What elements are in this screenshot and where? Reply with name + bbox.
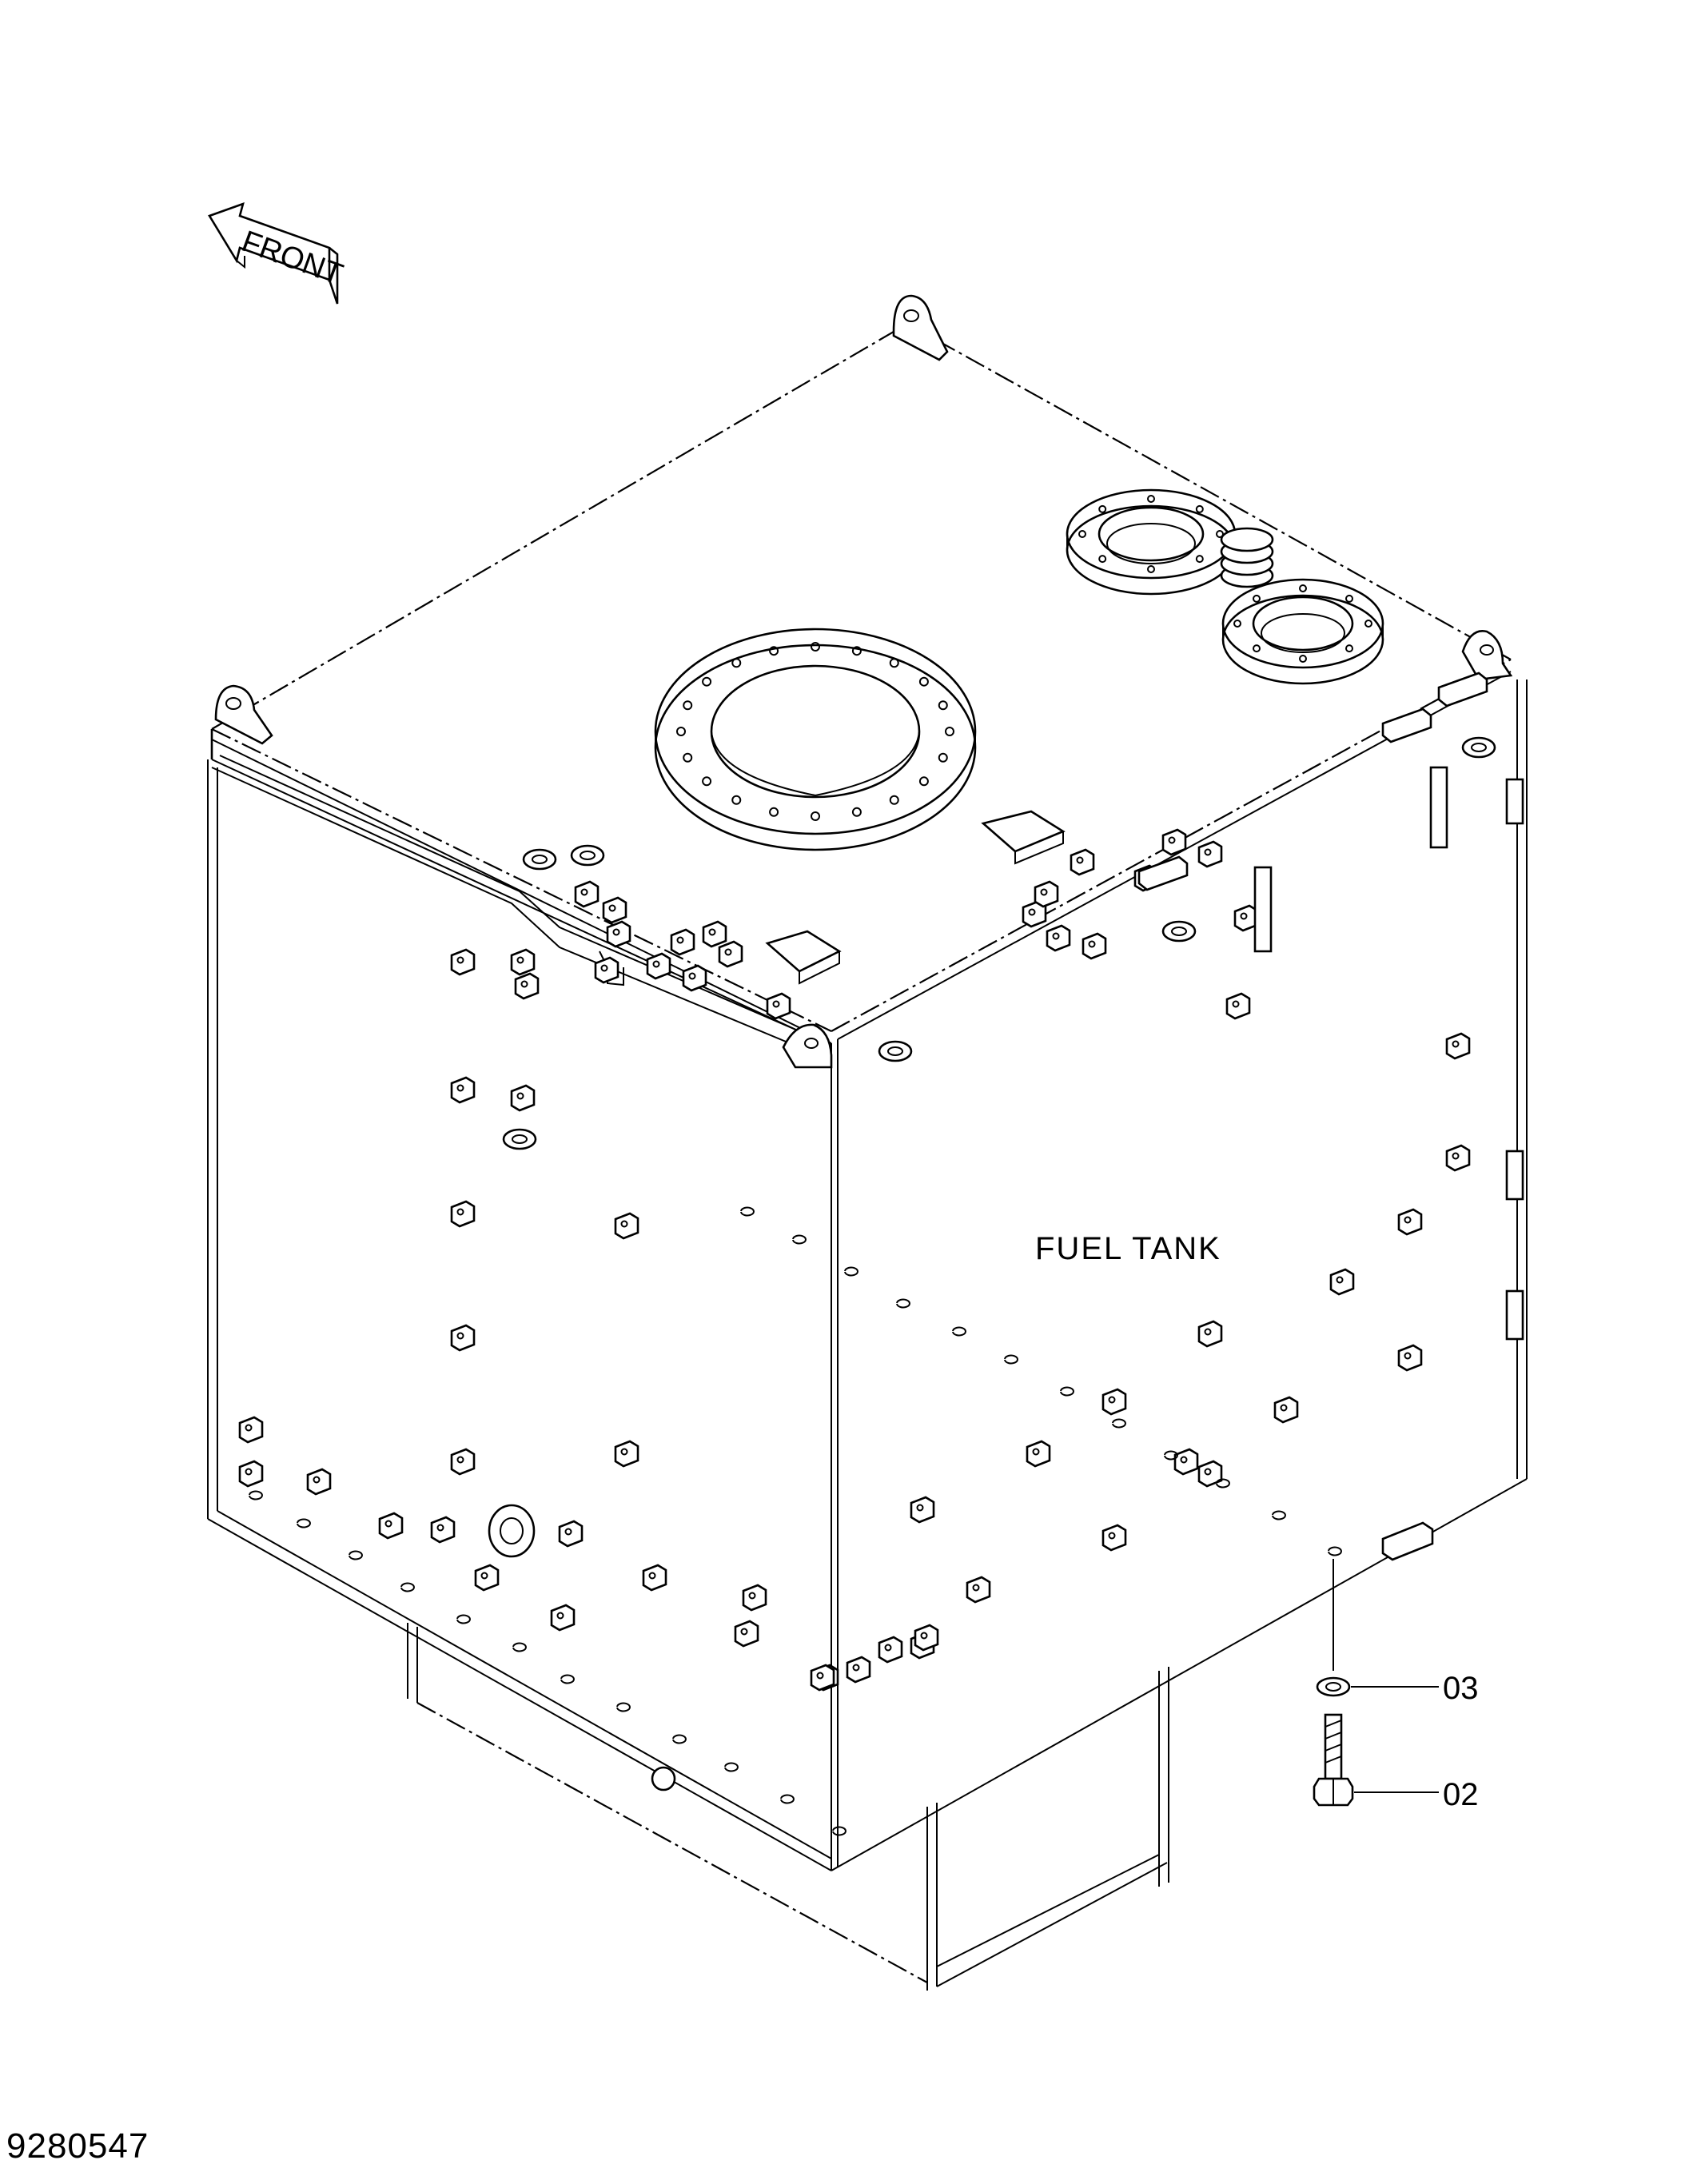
callout-washer-label: 03 bbox=[1443, 1671, 1479, 1706]
drawing-number: 9280547 bbox=[6, 2126, 149, 2166]
callout-bolt-label: 02 bbox=[1443, 1777, 1479, 1812]
front-arrow-icon: FRONT bbox=[208, 201, 347, 305]
main-flange bbox=[654, 628, 977, 851]
callout-bolt: 02 bbox=[1313, 1713, 1479, 1812]
tank-label: FUEL TANK bbox=[1035, 1231, 1221, 1266]
mounting-pads bbox=[238, 672, 1524, 1836]
lifting-lugs bbox=[214, 294, 1513, 1069]
callout-washer: 03 bbox=[1316, 1559, 1479, 1706]
small-flanges bbox=[1066, 488, 1384, 685]
tank-body bbox=[207, 323, 1528, 1991]
